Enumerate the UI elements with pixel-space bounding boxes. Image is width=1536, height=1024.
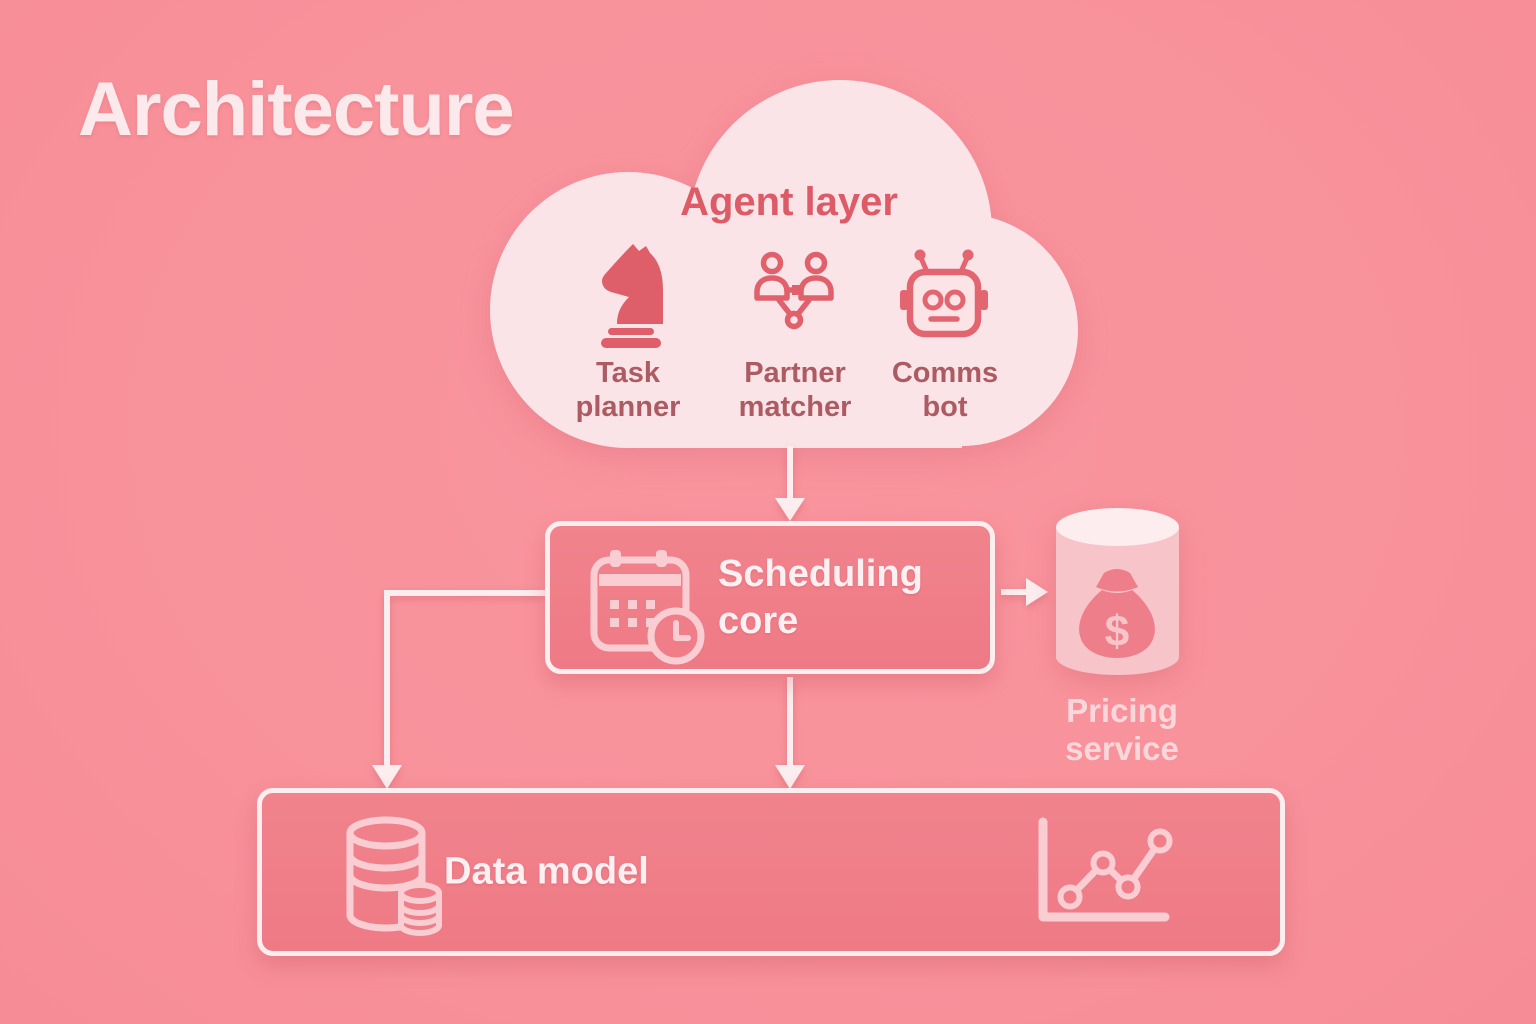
robot-icon bbox=[900, 249, 988, 338]
scheduling-core-box: Scheduling core bbox=[545, 521, 995, 674]
partner-network-icon bbox=[754, 251, 834, 330]
task-planner-label: Task planner bbox=[575, 357, 681, 423]
pricing-service-label: Pricing service bbox=[1065, 692, 1179, 767]
partner-matcher-label: Partner matcher bbox=[738, 357, 852, 423]
comms-bot-label: Comms bot bbox=[891, 357, 999, 423]
database-icon bbox=[346, 816, 442, 936]
agent-layer-label: Agent layer bbox=[680, 180, 898, 224]
pricing-service-cylinder: $ bbox=[1056, 508, 1179, 675]
dollar-sign: $ bbox=[1105, 607, 1129, 656]
line-chart-icon bbox=[1038, 817, 1173, 922]
calendar-clock-icon bbox=[590, 550, 705, 665]
page-title: Architecture bbox=[78, 67, 515, 152]
money-bag-icon: $ bbox=[1079, 569, 1155, 658]
knight-icon bbox=[601, 244, 663, 348]
scheduling-core-label: Scheduling core bbox=[718, 552, 923, 642]
data-model-box: Data model bbox=[257, 788, 1285, 956]
data-model-label: Data model bbox=[444, 850, 649, 893]
